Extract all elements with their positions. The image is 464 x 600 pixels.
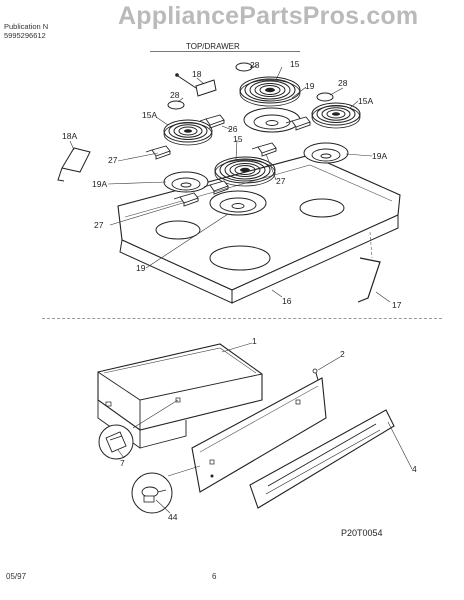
- callout-7: 7: [120, 458, 125, 468]
- callout-15-b: 15: [233, 134, 243, 144]
- callout-28-b: 28: [338, 78, 348, 88]
- callout-18: 18: [192, 69, 202, 79]
- callout-19A-a: 19A: [372, 151, 387, 161]
- section-divider: [42, 318, 442, 319]
- footer-date: 05/97: [6, 572, 27, 581]
- callout-15-a: 15: [290, 59, 300, 69]
- title-underline: [150, 51, 300, 52]
- callout-1: 1: [252, 336, 257, 346]
- callout-19-a: 19: [305, 81, 315, 91]
- callout-26: 26: [228, 124, 238, 134]
- callout-18A: 18A: [62, 131, 77, 141]
- callout-19A-b: 19A: [92, 179, 107, 189]
- callout-28-a: 28: [250, 60, 260, 70]
- footer-page-number: 6: [212, 572, 217, 581]
- top-leader-lines: [69, 65, 391, 303]
- callout-44: 44: [168, 512, 178, 522]
- callout-27-c: 27: [94, 220, 104, 230]
- callout-16: 16: [282, 296, 292, 306]
- cooktop-assembly: [57, 62, 401, 304]
- callout-2: 2: [340, 349, 345, 359]
- callout-28-c: 28: [170, 90, 180, 100]
- callout-15A-b: 15A: [142, 110, 157, 120]
- publication-number: 5995296612: [4, 31, 46, 40]
- drawer-leader-lines: [117, 342, 413, 514]
- drawer-assembly: [97, 343, 395, 514]
- figure-code: P20T0054: [341, 528, 383, 538]
- callout-27-b: 27: [276, 176, 286, 186]
- section-title: TOP/DRAWER: [186, 42, 240, 51]
- callout-27-a: 27: [108, 155, 118, 165]
- publication-label: Publication N: [4, 22, 49, 31]
- callout-15A-a: 15A: [358, 96, 373, 106]
- callout-17: 17: [392, 300, 402, 310]
- callout-4: 4: [412, 464, 417, 474]
- callout-19-b: 19: [136, 263, 146, 273]
- watermark-logo: AppliancePartsPros.com: [118, 2, 419, 30]
